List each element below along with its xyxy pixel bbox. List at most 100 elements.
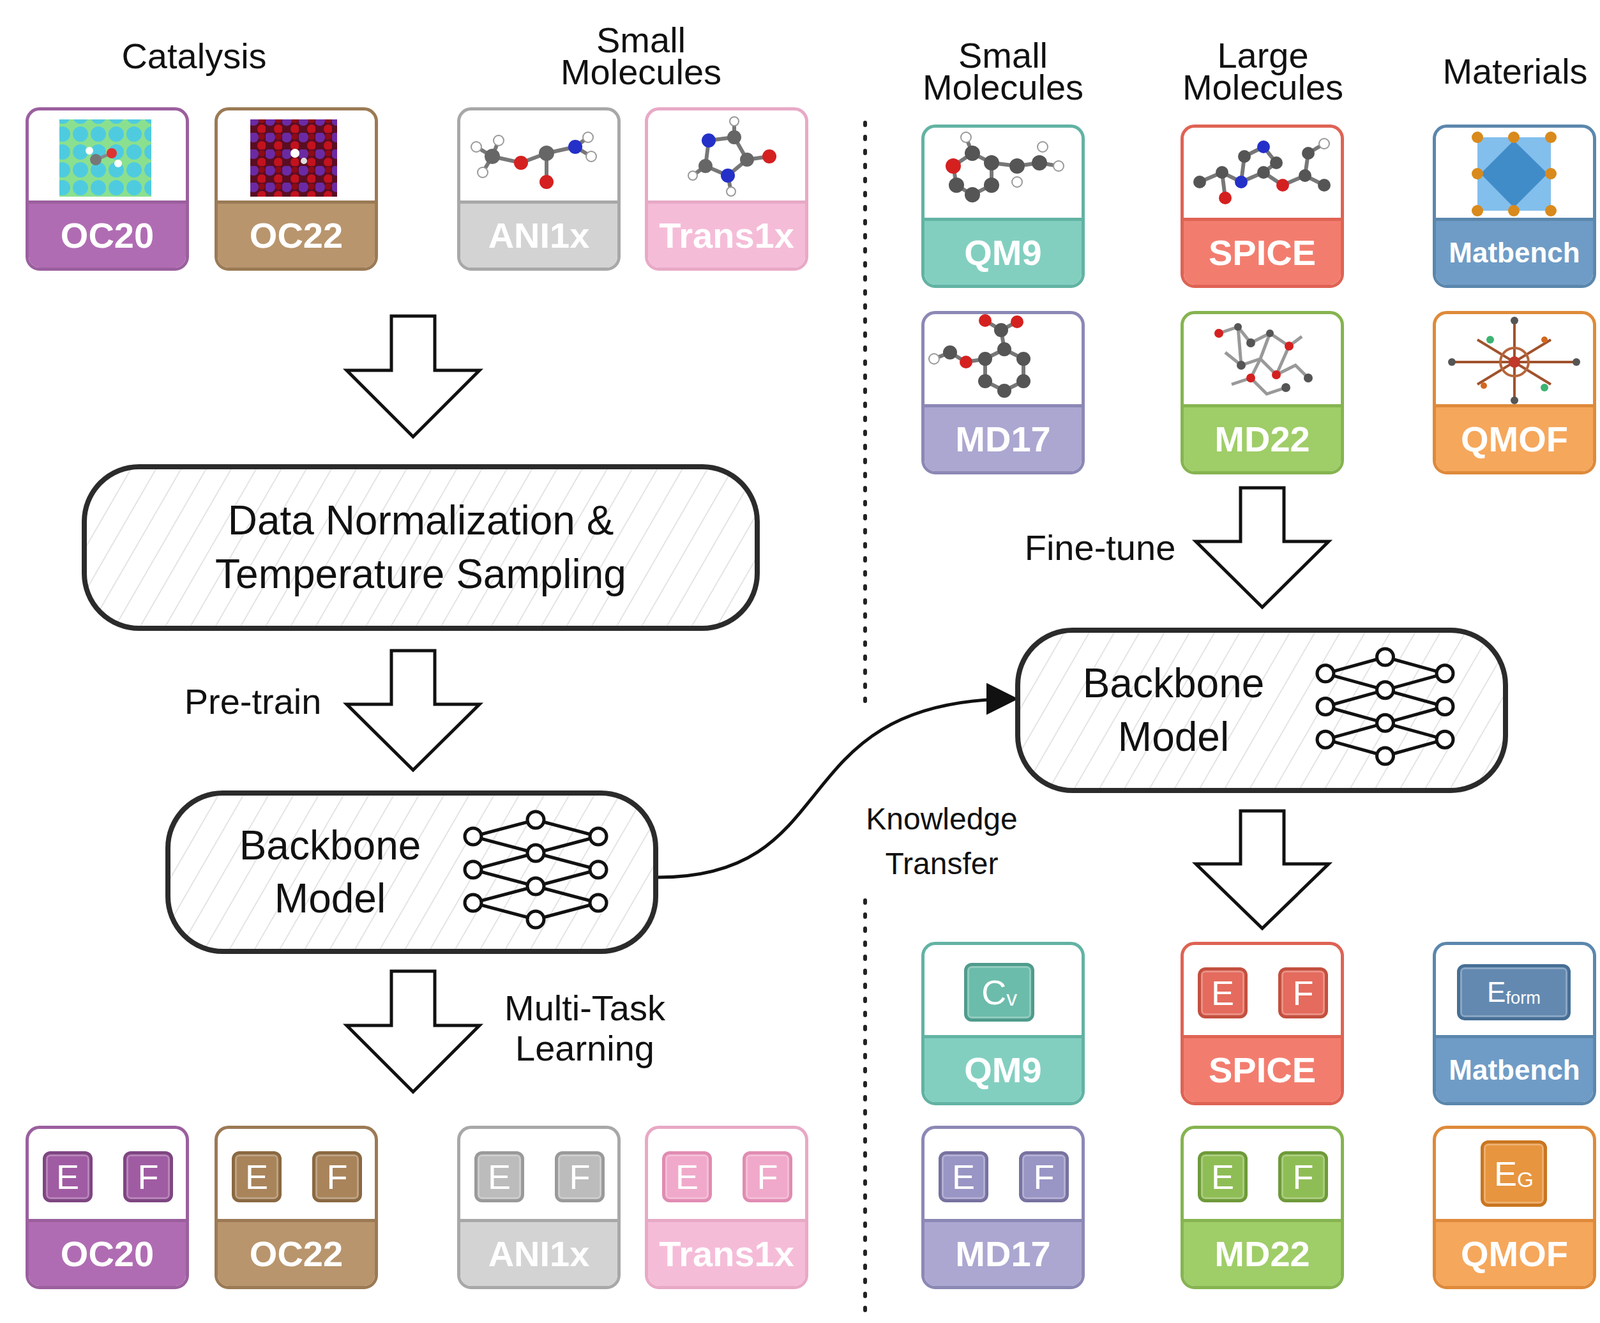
molecule-illustration (1301, 146, 1315, 160)
group-heading: Small Molecules (538, 24, 744, 89)
molecule-illustration (1031, 155, 1048, 171)
molecule-illustration (1246, 338, 1256, 348)
subscript: form (1505, 988, 1541, 1007)
dataset-name: QM9 (924, 1034, 1082, 1102)
dataset-card: ANI1x (457, 107, 621, 271)
framework-illustration (1500, 347, 1529, 377)
catalyst-slab (106, 148, 117, 159)
molecule-illustration (928, 314, 1031, 398)
molecule-illustration (1193, 175, 1207, 189)
network-icon-part (464, 894, 482, 912)
target-box: F (312, 1151, 363, 1203)
block-arrow (346, 650, 480, 770)
box-label: Backbone Model (202, 819, 458, 926)
quantity-symbol: F (1292, 975, 1314, 1011)
molecule-illustration (1281, 383, 1291, 393)
block-arrow (1195, 487, 1329, 608)
molecule-illustration (1317, 178, 1331, 192)
quantity-symbol: E (675, 1159, 699, 1194)
step-label: Fine-tune (1017, 528, 1184, 569)
hatch-fill (165, 790, 659, 954)
target-box: F (1278, 967, 1329, 1019)
crystal-illustration (1545, 131, 1557, 144)
molecule-illustration (997, 342, 1012, 357)
molecule-illustration (1016, 351, 1031, 366)
framework-illustration (1480, 382, 1487, 389)
molecule-illustration (1215, 166, 1229, 179)
molecule-illustration (1271, 370, 1281, 380)
molecule-illustration (586, 151, 597, 162)
molecule-illustration (997, 383, 1012, 398)
catalyst-slab (90, 153, 102, 166)
network-icon-part (1436, 665, 1454, 682)
molecule-illustration (471, 141, 482, 152)
crystal-illustration (1480, 140, 1548, 208)
quantity-symbol: E (56, 1159, 80, 1194)
molecule-illustration (994, 323, 1009, 338)
molecule-illustration (762, 149, 777, 164)
quantity-symbol: E (1486, 978, 1506, 1007)
molecule-illustration (945, 158, 961, 174)
dataset-name: OC22 (217, 1218, 375, 1286)
network-icon-part (527, 844, 544, 862)
molecule-illustration (539, 174, 554, 189)
network-icon-part (1377, 714, 1394, 732)
network-icon-part (527, 811, 544, 829)
molecule-illustration (983, 155, 1000, 171)
molecule-illustration (513, 155, 529, 170)
box-label: Data Normalization & Temperature Samplin… (158, 494, 683, 601)
network-icon-part (1317, 698, 1334, 716)
target-box: E (662, 1151, 712, 1203)
molecule-illustration (688, 116, 777, 197)
molecule-illustration (1193, 138, 1331, 205)
target-box: Cv (964, 962, 1035, 1022)
crystal-illustration (1545, 167, 1557, 180)
molecule-illustration (1010, 315, 1024, 329)
dataset-card: OC20EF (25, 1125, 189, 1290)
molecule-illustration (1234, 323, 1242, 331)
molecule-illustration (1214, 323, 1313, 394)
molecule-illustration (978, 314, 992, 327)
molecule-illustration (739, 152, 755, 167)
framework-illustration (1540, 383, 1549, 392)
molecule-illustration (1053, 160, 1064, 172)
molecule-illustration (978, 351, 993, 366)
framework-illustration (1448, 316, 1581, 405)
catalyst-slab (59, 119, 152, 197)
quantity-symbol: E (951, 1159, 975, 1194)
dataset-card: OC22 (214, 107, 378, 271)
crystal-illustration (1471, 131, 1557, 217)
oxide-slab (250, 119, 338, 197)
crystal-illustration (1477, 137, 1551, 211)
target-box: E (1197, 1151, 1248, 1203)
molecule-illustration (1016, 374, 1031, 389)
dataset-card: OC20 (25, 107, 189, 271)
target-box: F (123, 1151, 174, 1203)
edge-label: Knowledge Transfer (856, 795, 1028, 887)
network-icon-part (1317, 731, 1334, 748)
quantity-symbol: E (1211, 1159, 1235, 1194)
dataset-card: QMOFEG (1432, 1125, 1597, 1290)
quantity-symbol: F (1033, 1159, 1055, 1194)
oxide-slab (250, 119, 338, 197)
dataset-card: MD22EF (1180, 1125, 1344, 1290)
dataset-name: QM9 (924, 217, 1082, 285)
dataset-name: SPICE (1183, 217, 1341, 285)
dataset-name: MD22 (1183, 1218, 1341, 1286)
molecule-illustration (1009, 158, 1025, 174)
network-icon-part (1317, 665, 1334, 682)
dataset-card: SPICE (1180, 124, 1344, 288)
quantity-symbol: E (1494, 1156, 1517, 1191)
hatch-fill (1015, 627, 1509, 793)
block-arrow (346, 971, 480, 1092)
framework-illustration (1486, 335, 1495, 344)
dataset-name: SPICE (1183, 1034, 1341, 1102)
molecule-illustration (726, 187, 736, 197)
target-box: E (42, 1151, 93, 1203)
network-icon-part (1377, 648, 1394, 666)
molecule-illustration (493, 135, 504, 146)
molecule-illustration (701, 133, 716, 148)
